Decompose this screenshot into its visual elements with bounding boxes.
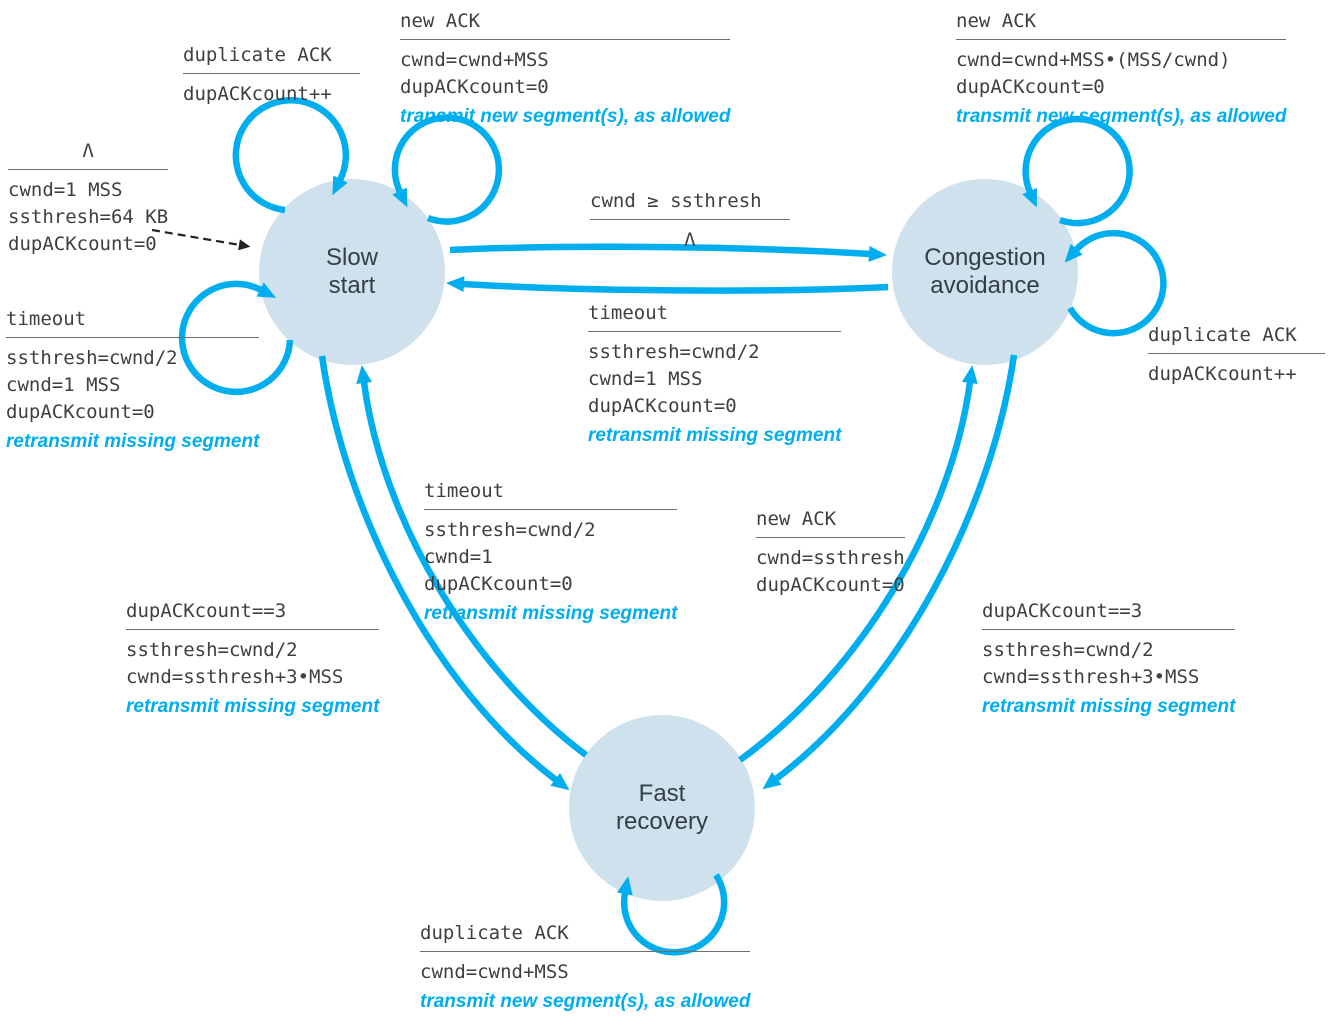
action-text: ssthresh=cwnd/2 [424, 519, 596, 541]
action-emphasis-text: transmit new segment(s), as allowed [420, 991, 751, 1012]
action-text: dupACKcount=0 [8, 233, 157, 255]
action-text: dupACKcount=0 [6, 401, 155, 423]
label-ca-dup-ack: duplicate ACK dupACKcount++ [1148, 322, 1325, 388]
edge-ca-to-fr [762, 354, 1018, 790]
condition-text: new ACK [400, 8, 731, 40]
condition-text: new ACK [956, 8, 1287, 40]
action-emphasis-text: retransmit missing segment [588, 425, 842, 446]
condition-text: timeout [424, 478, 678, 510]
label-ca-dup3: dupACKcount==3 ssthresh=cwnd/2 cwnd=ssth… [982, 598, 1236, 720]
condition-text: dupACKcount==3 [982, 598, 1236, 630]
state-circle-fast-recovery [569, 715, 755, 901]
state-circle-congestion-avoidance [892, 179, 1078, 365]
label-ss-timeout: timeout ssthresh=cwnd/2 cwnd=1 MSS dupAC… [6, 306, 260, 455]
action-text: ssthresh=cwnd/2 [982, 639, 1154, 661]
label-ss-new-ack: new ACK cwnd=cwnd+MSS dupACKcount=0 tran… [400, 8, 731, 130]
action-text: Λ [684, 229, 696, 251]
action-text: cwnd=1 MSS [6, 374, 121, 396]
state-label-line: avoidance [930, 272, 1040, 299]
label-ca-timeout: timeout ssthresh=cwnd/2 cwnd=1 MSS dupAC… [588, 300, 842, 449]
action-emphasis-text: retransmit missing segment [982, 696, 1236, 717]
action-text: dupACKcount=0 [956, 76, 1105, 98]
selfloop-ca-dup-ack [1064, 229, 1167, 337]
action-text: cwnd=ssthresh+3•MSS [126, 666, 344, 688]
action-emphasis-text: transmit new segment(s), as allowed [956, 106, 1287, 127]
condition-text: duplicate ACK [183, 42, 360, 74]
label-fr-dup-ack: duplicate ACK cwnd=cwnd+MSS transmit new… [420, 920, 751, 1015]
label-init: Λ cwnd=1 MSS ssthresh=64 KB dupACKcount=… [8, 138, 169, 258]
action-text: cwnd=cwnd+MSS•(MSS/cwnd) [956, 49, 1231, 71]
selfloop-ca-new-ack [1022, 115, 1133, 227]
condition-text: timeout [6, 306, 260, 338]
action-emphasis-text: retransmit missing segment [424, 603, 678, 624]
action-text: cwnd=cwnd+MSS [420, 961, 569, 983]
action-text: cwnd=1 [424, 546, 493, 568]
state-label-fast-recovery: Fast recovery [562, 780, 762, 836]
label-fr-new-ack: new ACK cwnd=ssthresh dupACKcount=0 [756, 506, 905, 599]
action-text: cwnd=1 MSS [588, 368, 703, 390]
condition-text: Λ [8, 138, 169, 170]
label-ss-dup-ack: duplicate ACK dupACKcount++ [183, 42, 360, 108]
label-ss-dup3: dupACKcount==3 ssthresh=cwnd/2 cwnd=ssth… [126, 598, 380, 720]
state-label-slow-start: Slow start [252, 244, 452, 300]
state-label-line: start [328, 272, 376, 299]
state-label-line: recovery [615, 808, 709, 835]
action-text: ssthresh=cwnd/2 [6, 347, 178, 369]
action-text: cwnd=1 MSS [8, 179, 123, 201]
action-text: dupACKcount=0 [424, 573, 573, 595]
condition-text: dupACKcount==3 [126, 598, 380, 630]
label-fr-timeout: timeout ssthresh=cwnd/2 cwnd=1 dupACKcou… [424, 478, 678, 627]
edge-ss-to-ca [449, 243, 887, 262]
edge-ss-to-fr [318, 355, 570, 791]
action-text: dupACKcount=0 [400, 76, 549, 98]
condition-text: new ACK [756, 506, 905, 538]
edge-init-arrow [151, 228, 251, 251]
selfloop-ss-new-ack [391, 114, 503, 225]
edge-ca-to-ss [446, 276, 889, 294]
state-label-line: Congestion [924, 244, 1046, 271]
action-text: cwnd=cwnd+MSS [400, 49, 549, 71]
action-text: dupACKcount=0 [588, 395, 737, 417]
state-label-congestion-avoidance: Congestion avoidance [885, 244, 1085, 300]
action-emphasis-text: retransmit missing segment [6, 431, 260, 452]
action-text: dupACKcount++ [183, 83, 332, 105]
action-text: ssthresh=cwnd/2 [126, 639, 298, 661]
action-emphasis-text: transmit new segment(s), as allowed [400, 106, 731, 127]
edge-fr-to-ca [738, 365, 978, 763]
action-text: cwnd=ssthresh [756, 547, 905, 569]
label-ca-new-ack: new ACK cwnd=cwnd+MSS•(MSS/cwnd) dupACKc… [956, 8, 1287, 130]
action-text: dupACKcount++ [1148, 363, 1297, 385]
action-text: ssthresh=64 KB [8, 206, 169, 228]
action-text: cwnd=ssthresh+3•MSS [982, 666, 1200, 688]
condition-text: duplicate ACK [420, 920, 751, 952]
selfloop-ss-dup-ack [232, 97, 350, 214]
state-circle-slow-start [259, 179, 445, 365]
action-emphasis-text: retransmit missing segment [126, 696, 380, 717]
selfloop-ss-timeout [178, 280, 294, 396]
state-label-line: Slow [325, 244, 379, 271]
condition-text: duplicate ACK [1148, 322, 1325, 354]
label-ss-to-ca: cwnd ≥ ssthresh Λ [590, 188, 790, 254]
condition-text: cwnd ≥ ssthresh [590, 188, 790, 220]
action-text: dupACKcount=0 [756, 574, 905, 596]
edge-fr-to-ss [356, 365, 588, 758]
condition-text: timeout [588, 300, 842, 332]
state-label-line: Fast [638, 780, 686, 807]
action-text: ssthresh=cwnd/2 [588, 341, 760, 363]
